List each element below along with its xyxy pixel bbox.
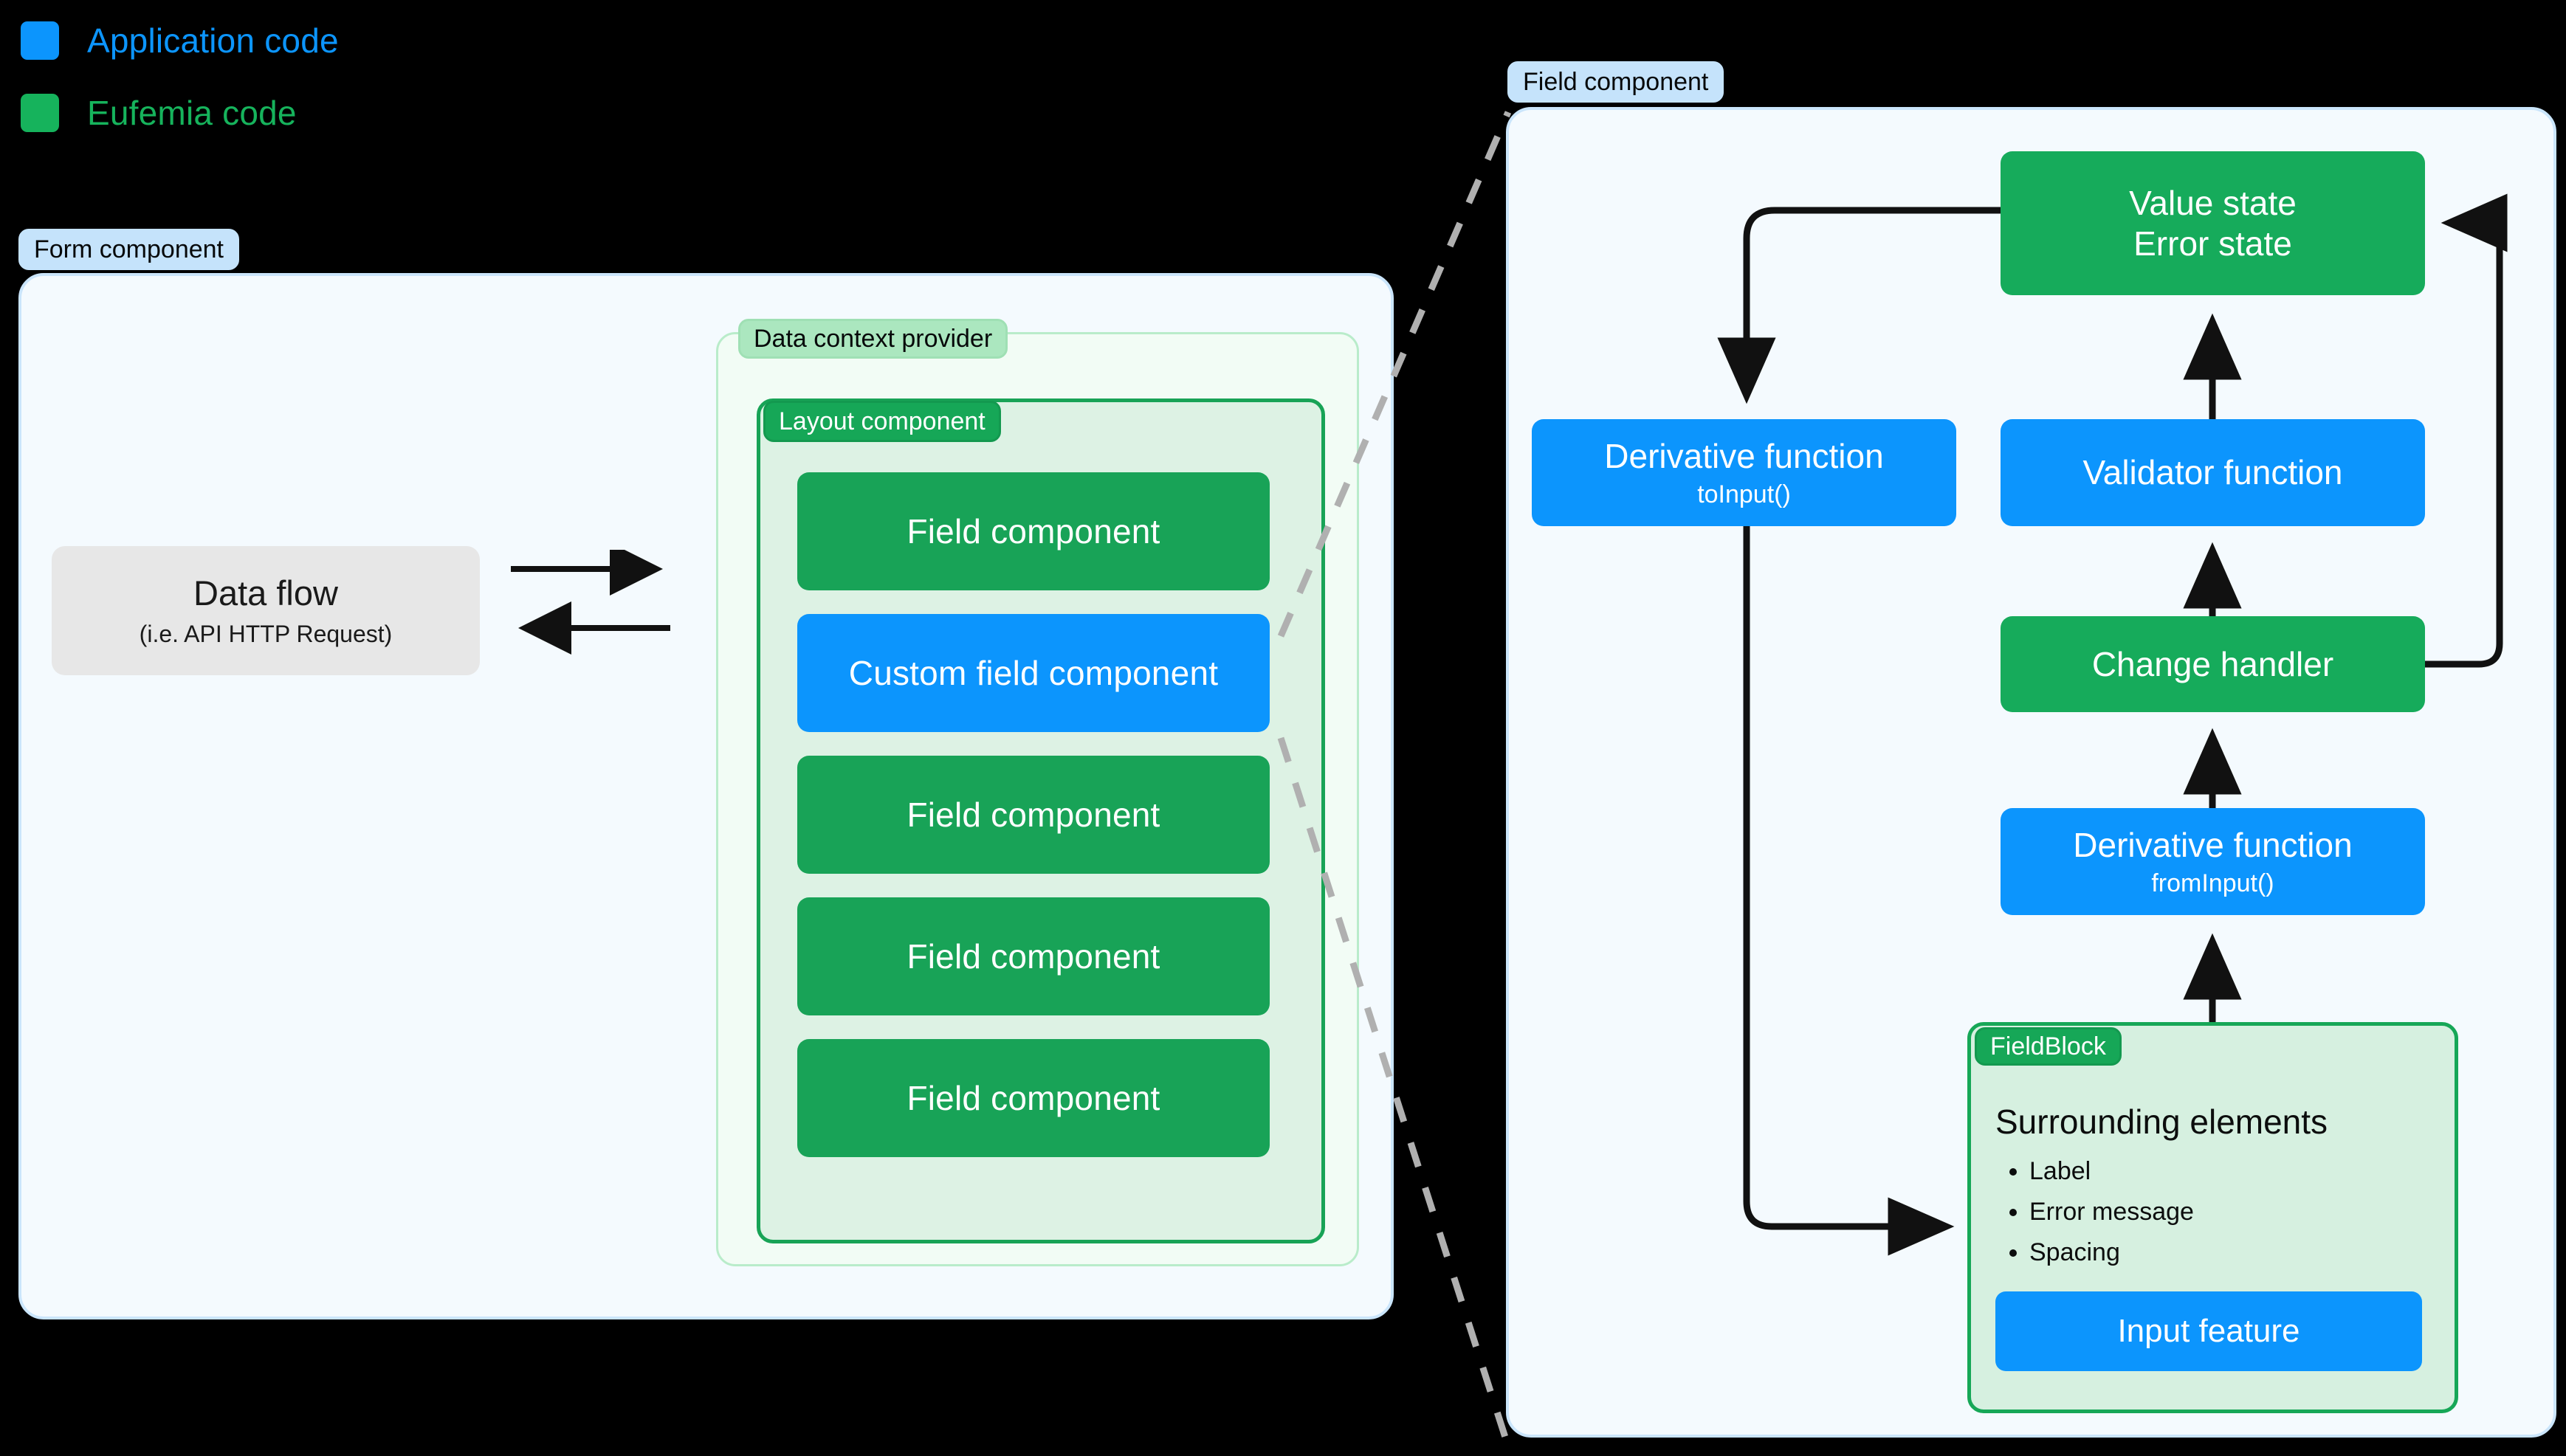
green-square-swatch-icon: [21, 94, 59, 132]
derivative-function-toinput-node[interactable]: Derivative function toInput(): [1532, 419, 1956, 526]
derivative-function-frominput-node[interactable]: Derivative function fromInput(): [2001, 808, 2425, 915]
custom-field-component-label: Custom field component: [848, 654, 1219, 692]
frominput-line2: fromInput(): [2151, 869, 2274, 897]
field-component-label-3: Field component: [907, 937, 1160, 976]
blue-square-swatch-icon: [21, 21, 59, 60]
surrounding-element-item-error-message: Error message: [2029, 1192, 2438, 1232]
data-context-provider-tag: Data context provider: [738, 319, 1008, 359]
field-component-label-2: Field component: [907, 796, 1160, 834]
legend-item-application-code: Application code: [21, 13, 339, 68]
data-flow-box: Data flow (i.e. API HTTP Request): [52, 546, 480, 675]
surrounding-elements-group: Surrounding elements Label Error message…: [1995, 1103, 2438, 1273]
legend-label-application-code: Application code: [87, 21, 339, 60]
field-component-box-2[interactable]: Field component: [797, 756, 1270, 874]
change-handler-label: Change handler: [2091, 644, 2334, 683]
frominput-line1: Derivative function: [2073, 826, 2353, 865]
change-handler-node[interactable]: Change handler: [2001, 616, 2425, 712]
validator-function-node[interactable]: Validator function: [2001, 419, 2425, 526]
data-flow-title: Data flow: [193, 573, 338, 613]
surrounding-elements-list: Label Error message Spacing: [1995, 1151, 2438, 1273]
form-component-tag: Form component: [18, 229, 239, 270]
value-state-line2: Error state: [2133, 224, 2292, 263]
data-flow-arrows: [509, 542, 672, 668]
validator-label: Validator function: [2082, 453, 2343, 492]
surrounding-element-item-label: Label: [2029, 1151, 2438, 1192]
legend-label-eufemia-code: Eufemia code: [87, 94, 297, 132]
surrounding-element-item-spacing: Spacing: [2029, 1232, 2438, 1273]
surrounding-elements-title: Surrounding elements: [1995, 1103, 2328, 1141]
input-feature-node[interactable]: Input feature: [1995, 1291, 2422, 1371]
field-component-box-1[interactable]: Field component: [797, 472, 1270, 590]
fieldblock-tag: FieldBlock: [1975, 1027, 2122, 1066]
value-state-node[interactable]: Value state Error state: [2001, 151, 2425, 295]
field-component-box-3[interactable]: Field component: [797, 897, 1270, 1015]
field-component-label-4: Field component: [907, 1079, 1160, 1117]
value-state-line1: Value state: [2129, 184, 2297, 223]
legend-item-eufemia-code: Eufemia code: [21, 86, 339, 140]
layout-component-tag: Layout component: [763, 401, 1001, 442]
legend: Application code Eufemia code: [21, 13, 339, 158]
input-feature-label: Input feature: [2117, 1313, 2300, 1350]
field-component-tag: Field component: [1507, 61, 1724, 103]
field-component-box-4[interactable]: Field component: [797, 1039, 1270, 1157]
layout-field-list: Field component Custom field component F…: [797, 472, 1270, 1181]
data-flow-subtitle: (i.e. API HTTP Request): [139, 620, 393, 647]
toinput-line1: Derivative function: [1604, 437, 1884, 476]
toinput-line2: toInput(): [1697, 480, 1791, 508]
field-component-label-1: Field component: [907, 512, 1160, 551]
custom-field-component-box[interactable]: Custom field component: [797, 614, 1270, 732]
